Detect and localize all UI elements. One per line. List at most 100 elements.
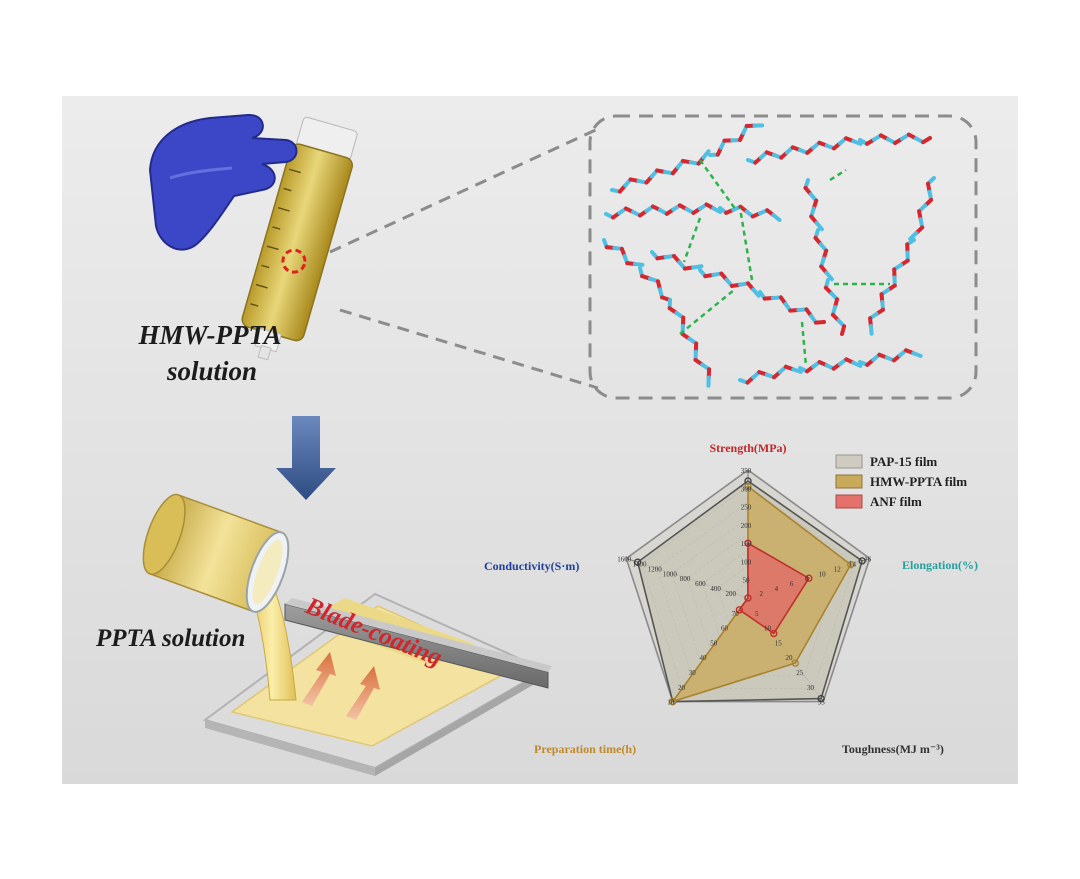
radar-chart: 5010015020025030035024681012141651015202…	[484, 441, 978, 756]
radar-tick-label: 70	[732, 610, 740, 618]
radar-tick-label: 50	[743, 577, 751, 585]
legend-swatch-anf	[835, 494, 863, 509]
radar-data-point	[847, 560, 855, 569]
radar-series-area	[738, 541, 810, 635]
radar-axis-label: Toughness(MJ m⁻³)	[842, 742, 944, 756]
radar-axis-label: Preparation time(h)	[534, 742, 636, 756]
radar-axis-label: Strength(MPa)	[709, 441, 786, 455]
hydrogen-bond	[698, 159, 738, 211]
radar-data-point	[735, 606, 744, 614]
radar-tick-label: 60	[721, 625, 729, 633]
radar-tick-label: 200	[741, 522, 752, 530]
down-arrow-icon	[276, 416, 336, 500]
radar-tick-label: 1400	[632, 560, 647, 568]
radar-tick-label: 8	[805, 575, 809, 583]
hmw-solution-label-line1: HMW-PPTA	[137, 320, 281, 350]
radar-tick-label: 30	[807, 684, 815, 692]
radar-tick-label: 100	[741, 558, 752, 566]
chain-segment	[711, 206, 723, 214]
hydrogen-bond	[679, 289, 735, 335]
radar-data-point	[791, 659, 799, 667]
radar-data-point	[744, 539, 752, 547]
radar-tick-label: 40	[700, 654, 708, 662]
hydrogen-bond	[682, 217, 702, 263]
radar-tick-label: 30	[689, 669, 697, 677]
beaker-icon	[142, 493, 290, 613]
radar-data-point	[633, 558, 642, 566]
chain-segment	[851, 139, 863, 146]
radar-tick-label: 200	[726, 590, 737, 598]
radar-data-point	[770, 629, 778, 638]
chain-segment	[824, 270, 834, 282]
radar-axis-label: Conductivity(S·m)	[484, 559, 579, 573]
radar-tick-label: 600	[695, 580, 706, 588]
chain-segment	[921, 136, 932, 145]
radar-tick-label: 4	[775, 585, 779, 593]
chain-segment	[701, 149, 711, 160]
chain-segment	[851, 360, 863, 368]
radar-tick-label: 25	[796, 669, 804, 677]
radar-tick-label: 800	[680, 575, 691, 583]
chain-segment	[868, 324, 874, 336]
hydrogen-bond	[829, 168, 847, 182]
radar-tick-label: 10	[819, 570, 827, 578]
radar-tick-label: 1600	[617, 555, 632, 563]
coating-direction-arrow-1	[302, 652, 336, 706]
chain-segment	[814, 220, 824, 232]
radar-data-point	[805, 574, 813, 582]
radar-tick-label: 6	[790, 580, 794, 588]
legend-label-hmw: HMW-PPTA film	[870, 474, 967, 489]
radar-data-point	[744, 594, 752, 602]
radar-tick-label: 350	[741, 467, 752, 475]
radar-tick-label: 35	[818, 699, 826, 707]
chain-segment	[751, 287, 761, 298]
radar-data-point	[669, 697, 677, 706]
hydrogen-bond	[800, 321, 808, 367]
radar-tick-label: 250	[741, 504, 752, 512]
hydrogen-bond	[738, 207, 754, 281]
molecular-structure-box	[588, 114, 978, 400]
radar-tick-label: 400	[710, 585, 721, 593]
chain-segment	[911, 351, 923, 358]
chain-segment	[691, 264, 704, 270]
legend-swatch-hmw	[835, 474, 863, 489]
chain-segment	[908, 231, 919, 241]
coating-direction-arrow-2	[346, 666, 380, 720]
radar-tick-label: 50	[710, 639, 718, 647]
radar-data-point	[744, 482, 752, 491]
radar-tick-label: 5	[755, 610, 759, 618]
radar-tick-label: 1200	[648, 565, 663, 573]
blade-coating-illustration	[142, 493, 552, 776]
chain-segment	[840, 324, 847, 336]
radar-tick-label: 2	[759, 590, 763, 598]
chain-segment	[771, 213, 782, 222]
hmw-solution-label-line2: solution	[166, 356, 257, 386]
chain-segment	[632, 262, 645, 267]
radar-axis-label: Elongation(%)	[902, 558, 978, 572]
chain-segment	[813, 320, 826, 325]
legend-label-anf: ANF film	[870, 494, 922, 509]
zoom-highlight-circle	[281, 248, 307, 274]
radar-tick-label: 15	[775, 639, 783, 647]
radar-tick-label: 10	[667, 699, 675, 707]
polymer-chains	[602, 123, 936, 388]
radar-tick-label: 20	[678, 684, 686, 692]
radar-tick-label: 150	[741, 540, 752, 548]
radar-tick-label: 20	[785, 654, 793, 662]
radar-tick-label: 10	[764, 625, 772, 633]
radar-data-point	[817, 694, 825, 703]
radar-tick-label: 16	[864, 555, 872, 563]
glove-icon	[148, 113, 298, 251]
legend-label-pap: PAP-15 film	[870, 454, 937, 469]
ppta-solution-label: PPTA solution	[95, 625, 245, 652]
radar-tick-label: 1000	[663, 570, 678, 578]
radar-tick-label: 14	[849, 560, 857, 568]
chart-legend: PAP-15 film HMW-PPTA film ANF film	[835, 454, 967, 509]
chain-segment	[791, 367, 803, 374]
legend-swatch-pap	[835, 454, 863, 469]
radar-tick-label: 12	[834, 565, 842, 573]
syringe-illustration	[148, 113, 358, 361]
zoom-guide-lines	[329, 126, 601, 390]
radar-data-point	[858, 557, 866, 565]
